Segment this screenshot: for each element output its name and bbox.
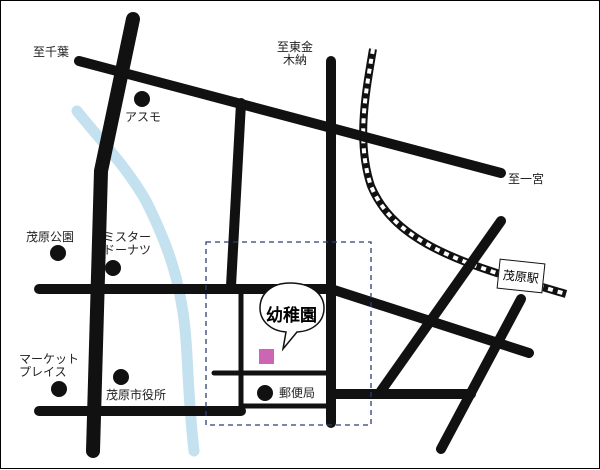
post-office-marker-icon xyxy=(257,385,273,401)
kindergarten-marker-icon xyxy=(259,349,274,364)
railway-track xyxy=(359,48,568,298)
mobara-park-marker-icon xyxy=(50,245,66,261)
label-asumo: アスモ xyxy=(125,110,162,124)
label-to-ichinomiya: 至一宮 xyxy=(508,172,545,186)
road-north xyxy=(74,56,506,178)
label-market-place: マーケット プレイス xyxy=(19,352,80,379)
kindergarten-callout xyxy=(259,282,325,352)
label-kindergarten: 幼稚園 xyxy=(266,306,317,326)
target-area xyxy=(205,241,372,426)
label-to-higashi-kinen: 至東金 木納 xyxy=(277,40,314,67)
label-city-hall: 茂原市役所 xyxy=(106,388,167,402)
city-hall-marker-icon xyxy=(113,369,129,385)
label-to-chiba: 至千葉 xyxy=(33,45,70,59)
mister-donut-marker-icon xyxy=(105,260,121,276)
label-post-office: 郵便局 xyxy=(279,386,316,400)
roads xyxy=(34,12,534,458)
river xyxy=(71,105,200,457)
road-diagonal-2 xyxy=(436,294,526,454)
asumo-marker-icon xyxy=(134,91,150,107)
label-mobara-park: 茂原公園 xyxy=(26,230,75,244)
label-station: 茂原駅 xyxy=(496,258,546,294)
market-place-marker-icon xyxy=(51,381,67,397)
label-mister-donut: ミスター ドーナツ xyxy=(103,230,152,257)
road-diagonal-1 xyxy=(376,216,506,396)
road-north-connector xyxy=(226,98,246,291)
